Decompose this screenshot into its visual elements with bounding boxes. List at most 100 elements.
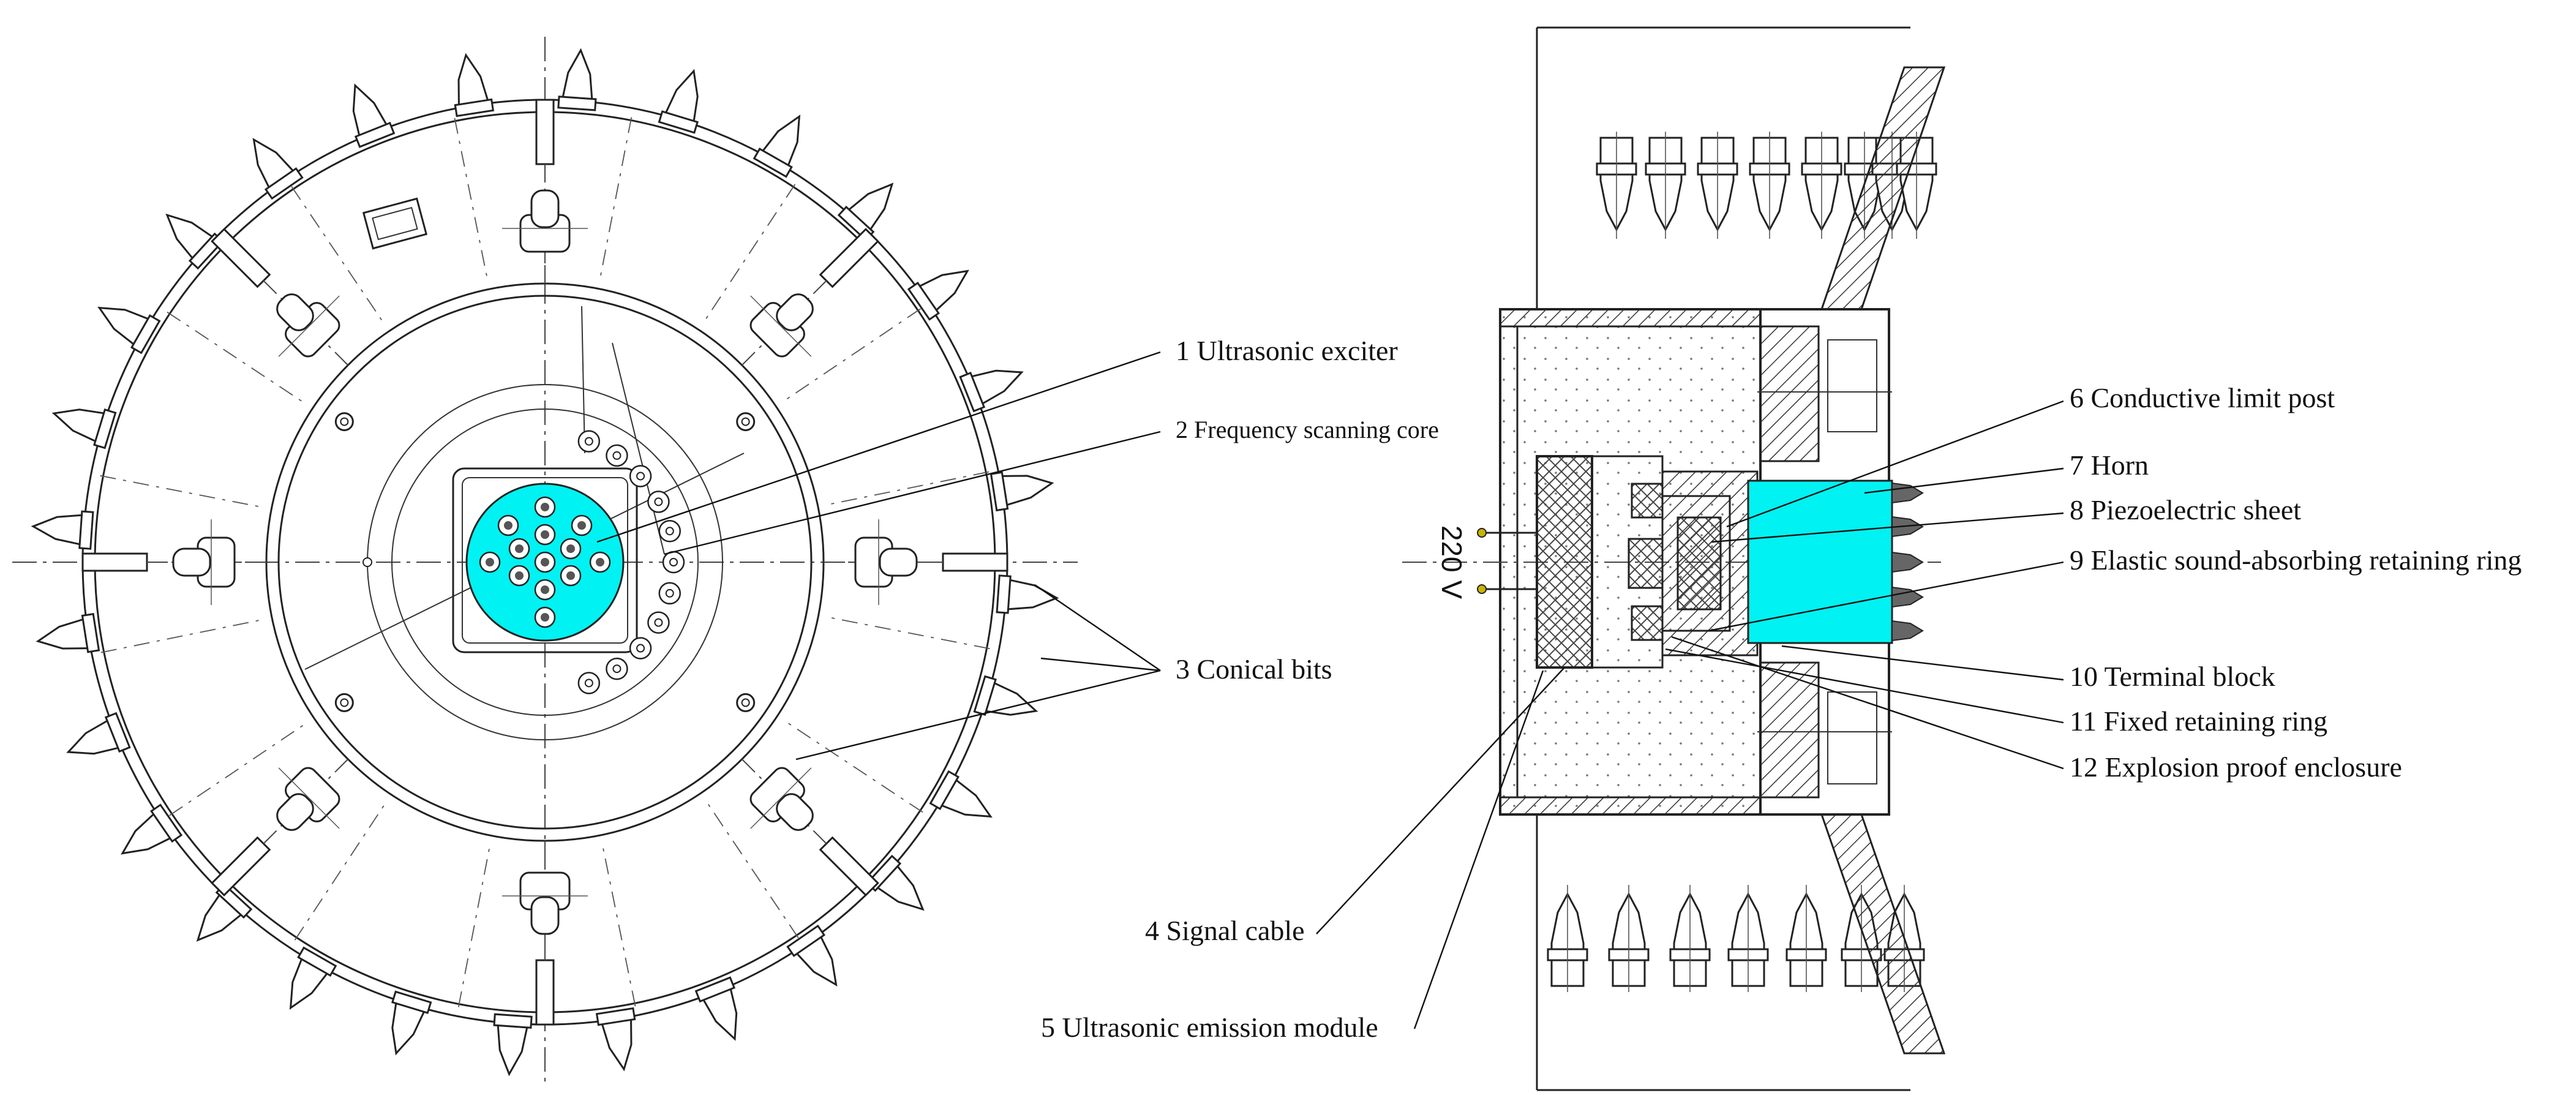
bolt-hole-inner bbox=[741, 698, 750, 707]
conical-bit-icon bbox=[658, 69, 699, 134]
leader-9 bbox=[1708, 561, 2064, 632]
radial-blade bbox=[535, 99, 555, 284]
hub-ring-core bbox=[391, 408, 699, 716]
bolt-holes bbox=[334, 412, 756, 712]
label-conductive-limit-post: 6 Conductive limit post bbox=[2070, 382, 2335, 413]
labels: 1 Ultrasonic exciter 2 Frequency scannin… bbox=[1041, 335, 2522, 1043]
label-explosion-proof-enclosure: 12 Explosion proof enclosure bbox=[2070, 751, 2402, 783]
section-bit-icon bbox=[1669, 885, 1711, 992]
bolt-hole-inner bbox=[741, 417, 750, 426]
radial-dash bbox=[703, 184, 796, 323]
bit-collar bbox=[130, 314, 161, 355]
conical-bit-icon bbox=[121, 803, 183, 855]
bolt-hole-inner bbox=[340, 698, 349, 707]
conical-bit-icon bbox=[51, 408, 117, 449]
radial-dash-line bbox=[783, 308, 921, 402]
horn-tips bbox=[1891, 482, 1924, 642]
boss-icon bbox=[172, 519, 236, 605]
radial-dash bbox=[454, 118, 489, 280]
bit-collar bbox=[786, 924, 826, 957]
terminal-dot-1 bbox=[1477, 528, 1487, 538]
bit-collar bbox=[150, 803, 183, 843]
bit-collar bbox=[454, 98, 495, 118]
frequency-scanning-core bbox=[479, 496, 611, 628]
bit-collar bbox=[493, 1013, 533, 1029]
elastic-ring-upper bbox=[1631, 483, 1664, 519]
boss-icon bbox=[749, 767, 814, 831]
elastic-ring-lower bbox=[1631, 605, 1664, 641]
flange-hatch-lower bbox=[1759, 661, 1820, 799]
label-piezoelectric-sheet: 8 Piezoelectric sheet bbox=[2070, 494, 2301, 525]
arc-bolt-inner bbox=[584, 437, 593, 446]
arc-bolt-inner bbox=[654, 618, 663, 627]
section-bit-icon bbox=[1645, 132, 1686, 239]
arc-bolt-inner bbox=[665, 527, 674, 536]
radial-dash-line bbox=[294, 802, 387, 941]
leader-2 bbox=[664, 431, 1161, 555]
core-housing-inner bbox=[462, 477, 628, 644]
radial-dash bbox=[783, 308, 921, 402]
pin-hole bbox=[362, 557, 372, 567]
boss-pin bbox=[530, 896, 560, 935]
radial-dash bbox=[100, 475, 263, 508]
hub-ring-inner bbox=[277, 295, 813, 830]
blade-slot bbox=[211, 836, 271, 897]
radial-dash-line bbox=[601, 844, 636, 1007]
conical-bit-icon bbox=[66, 712, 131, 755]
arc-bolt-inner bbox=[636, 472, 645, 481]
section-bit-icon bbox=[1608, 885, 1650, 992]
arc-bolt-inner bbox=[654, 497, 663, 506]
bit-collar bbox=[973, 675, 997, 716]
exciter-cell-core bbox=[541, 613, 549, 622]
bit-collar bbox=[81, 612, 100, 653]
section-view: 220 V bbox=[1402, 26, 1946, 1091]
arc-bolt-inner bbox=[665, 589, 674, 598]
conical-bit-icon bbox=[391, 990, 432, 1056]
leader-3b bbox=[1040, 657, 1161, 672]
nameplate-icon bbox=[362, 197, 428, 250]
exciter-cell-core bbox=[515, 571, 524, 580]
boss-pin bbox=[172, 547, 211, 577]
section-bit-icon bbox=[1547, 885, 1588, 992]
flange-bolt-upper bbox=[1827, 339, 1877, 432]
conical-bit-icon bbox=[973, 675, 1038, 716]
boss-icon bbox=[276, 293, 340, 358]
boss-icon bbox=[502, 871, 588, 935]
conical-bit-icon bbox=[252, 138, 304, 200]
conical-bit-icon bbox=[31, 510, 94, 550]
exciter-cell-core bbox=[566, 544, 575, 553]
exciter-cell-core bbox=[504, 521, 513, 530]
section-bit-icon bbox=[1786, 885, 1827, 992]
bit-collar bbox=[391, 990, 432, 1014]
label-horn: 7 Horn bbox=[2070, 449, 2149, 481]
front-view bbox=[12, 37, 1078, 1084]
arc-bolt-inner bbox=[612, 664, 621, 674]
radial-dash bbox=[169, 723, 307, 816]
exciter-cell-core bbox=[515, 544, 524, 553]
arc-bolt-inner bbox=[669, 558, 678, 566]
boss-icon bbox=[854, 519, 918, 605]
leader-4 bbox=[1316, 667, 1565, 935]
radial-dash-line bbox=[827, 616, 990, 650]
blade-slot bbox=[819, 228, 879, 288]
bit-collar bbox=[297, 946, 337, 977]
boss-pin bbox=[276, 793, 314, 831]
conical-bit-icon bbox=[36, 612, 100, 653]
horn bbox=[1747, 480, 1893, 644]
blade-slot bbox=[81, 552, 148, 572]
radial-dash bbox=[291, 186, 385, 324]
core-housing bbox=[452, 467, 638, 653]
bolt-arc bbox=[577, 430, 685, 694]
boss-pin bbox=[776, 293, 814, 331]
leader-6 bbox=[1726, 400, 2064, 528]
leader-7 bbox=[1864, 467, 2064, 494]
radial-dash bbox=[827, 471, 989, 506]
boss-pin bbox=[276, 293, 314, 331]
conical-bit-icon bbox=[694, 976, 738, 1041]
blade-slot bbox=[819, 836, 879, 897]
leader-10 bbox=[1781, 645, 2064, 681]
radial-dash-line bbox=[100, 475, 263, 508]
label-ultrasonic-exciter: 1 Ultrasonic exciter bbox=[1176, 335, 1398, 366]
hub-diagonal-3 bbox=[612, 342, 665, 555]
boss-pin bbox=[879, 547, 918, 577]
